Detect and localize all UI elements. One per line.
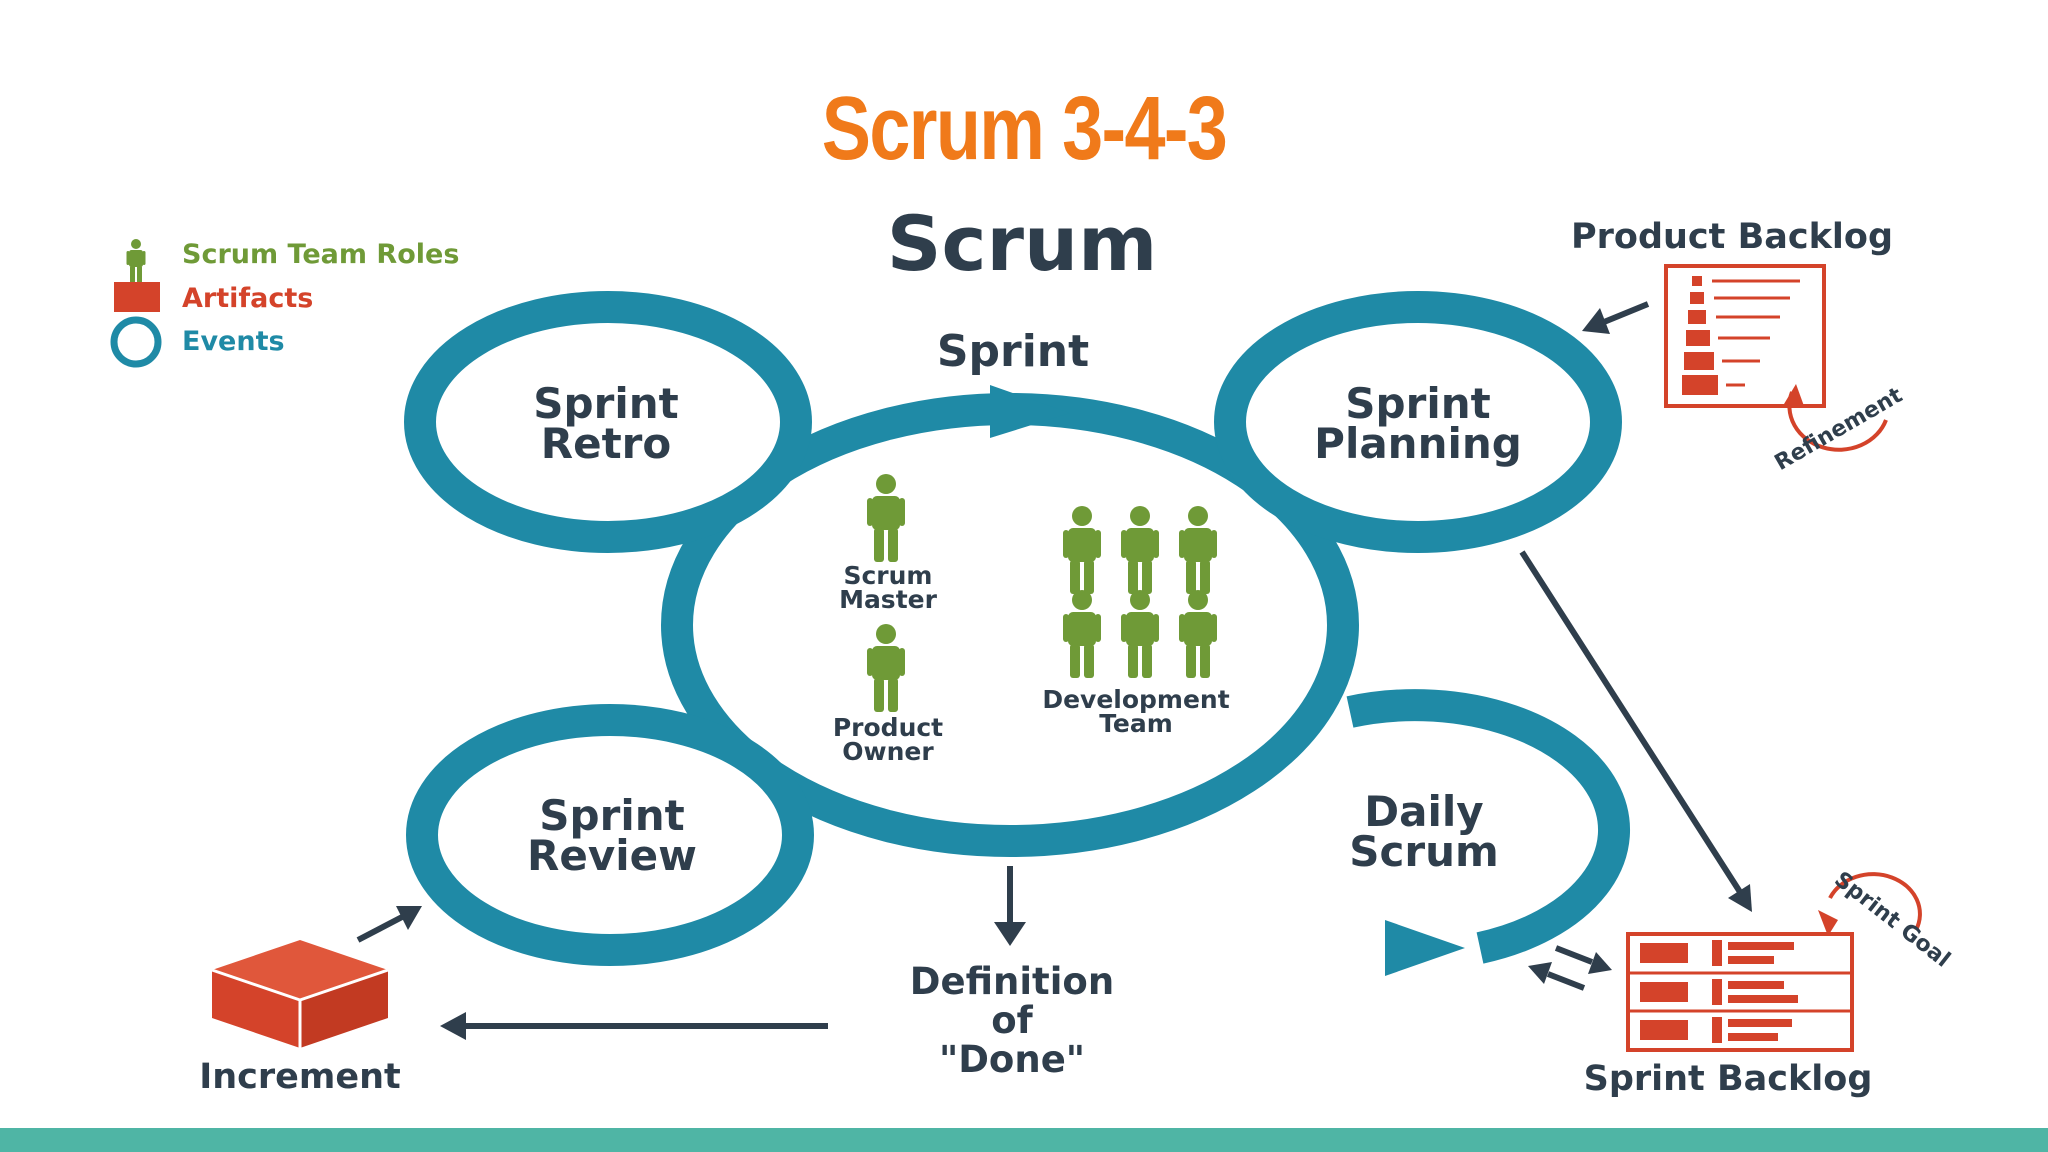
arrow-backlog-to-planning: [1582, 301, 1650, 334]
role-scrum-master: Scrum Master: [839, 474, 938, 614]
person-icon: [126, 239, 146, 283]
arrow-done-to-increment: [440, 1012, 828, 1040]
role-product-owner: Product Owner: [833, 624, 943, 766]
daily-scrum-line1: Daily: [1364, 787, 1483, 836]
role-development-team: Development Team: [1042, 506, 1230, 738]
artifact-sprint-backlog: Sprint Goal Sprint Backlog: [1584, 867, 1955, 1099]
sprint-planning-line1: Sprint: [1345, 379, 1490, 428]
person-icon: [1121, 506, 1159, 594]
scrum-master-line1: Scrum: [843, 561, 932, 590]
diagram-heading: Scrum: [887, 199, 1158, 288]
product-backlog-label: Product Backlog: [1571, 217, 1893, 257]
artifact-product-backlog: Product Backlog Refinement: [1571, 217, 1907, 476]
event-ring-icon: [110, 316, 162, 368]
daily-scrum-arrow-icon: [1385, 920, 1465, 976]
legend-events-label: Events: [182, 326, 285, 357]
arrow-increment-to-review: [356, 906, 422, 943]
sprint-review-line2: Review: [527, 831, 697, 880]
event-sprint-planning: Sprint Planning: [1214, 291, 1622, 553]
person-icon: [1121, 590, 1159, 678]
definition-of-done-line1: Definition: [910, 960, 1114, 1003]
artifact-increment: Increment: [199, 940, 401, 1097]
person-icon: [1063, 590, 1101, 678]
definition-of-done: Definition of "Done": [910, 960, 1114, 1081]
definition-of-done-line3: "Done": [939, 1038, 1085, 1081]
sprint-goal-cycle-icon: [1818, 872, 1922, 936]
development-team-line2: Team: [1099, 709, 1173, 738]
sprint-backlog-label: Sprint Backlog: [1584, 1059, 1873, 1099]
legend-roles-label: Scrum Team Roles: [182, 239, 459, 270]
arrow-planning-to-sprint-backlog: [1519, 550, 1752, 912]
sprint-planning-line2: Planning: [1314, 419, 1522, 468]
event-sprint-review: Sprint Review: [406, 704, 814, 966]
arrow-sprint-to-done: [994, 866, 1026, 946]
arrow-sprint-backlog-to-daily: [1528, 962, 1586, 991]
product-owner-line2: Owner: [842, 737, 934, 766]
increment-box-icon: [211, 940, 389, 1048]
person-icon: [1179, 590, 1217, 678]
person-icon: [1179, 506, 1217, 594]
definition-of-done-line2: of: [991, 999, 1033, 1042]
sprint-retro-line2: Retro: [541, 419, 671, 468]
sprint-retro-line1: Sprint: [533, 379, 678, 428]
arrow-daily-to-sprint-backlog: [1554, 945, 1612, 974]
sprint-arrow-icon: [990, 385, 1070, 438]
sprint-backlog-icon: [1626, 932, 1854, 1052]
artifact-square-icon: [114, 282, 160, 312]
slide-title: Scrum 3-4-3: [821, 79, 1228, 179]
footer-bar: [0, 1128, 2048, 1152]
legend: Scrum Team Roles Artifacts Events: [110, 239, 459, 368]
connector-arrows: [356, 301, 1752, 1040]
refinement-cycle-icon: [1784, 384, 1888, 452]
event-daily-scrum: Daily Scrum: [1346, 689, 1630, 964]
scrum-master-line2: Master: [839, 585, 938, 614]
event-sprint-retro: Sprint Retro: [404, 291, 812, 553]
development-team-line1: Development: [1042, 685, 1229, 714]
increment-label: Increment: [199, 1057, 401, 1097]
sprint-label: Sprint: [937, 326, 1089, 377]
person-icon: [867, 474, 905, 562]
person-icon: [867, 624, 905, 712]
person-icon: [1063, 506, 1101, 594]
daily-scrum-line2: Scrum: [1349, 827, 1499, 876]
legend-artifacts-label: Artifacts: [182, 283, 313, 314]
product-backlog-icon: [1664, 264, 1826, 408]
sprint-cycle: [661, 385, 1465, 976]
sprint-review-line1: Sprint: [539, 791, 684, 840]
product-owner-line1: Product: [833, 713, 943, 742]
